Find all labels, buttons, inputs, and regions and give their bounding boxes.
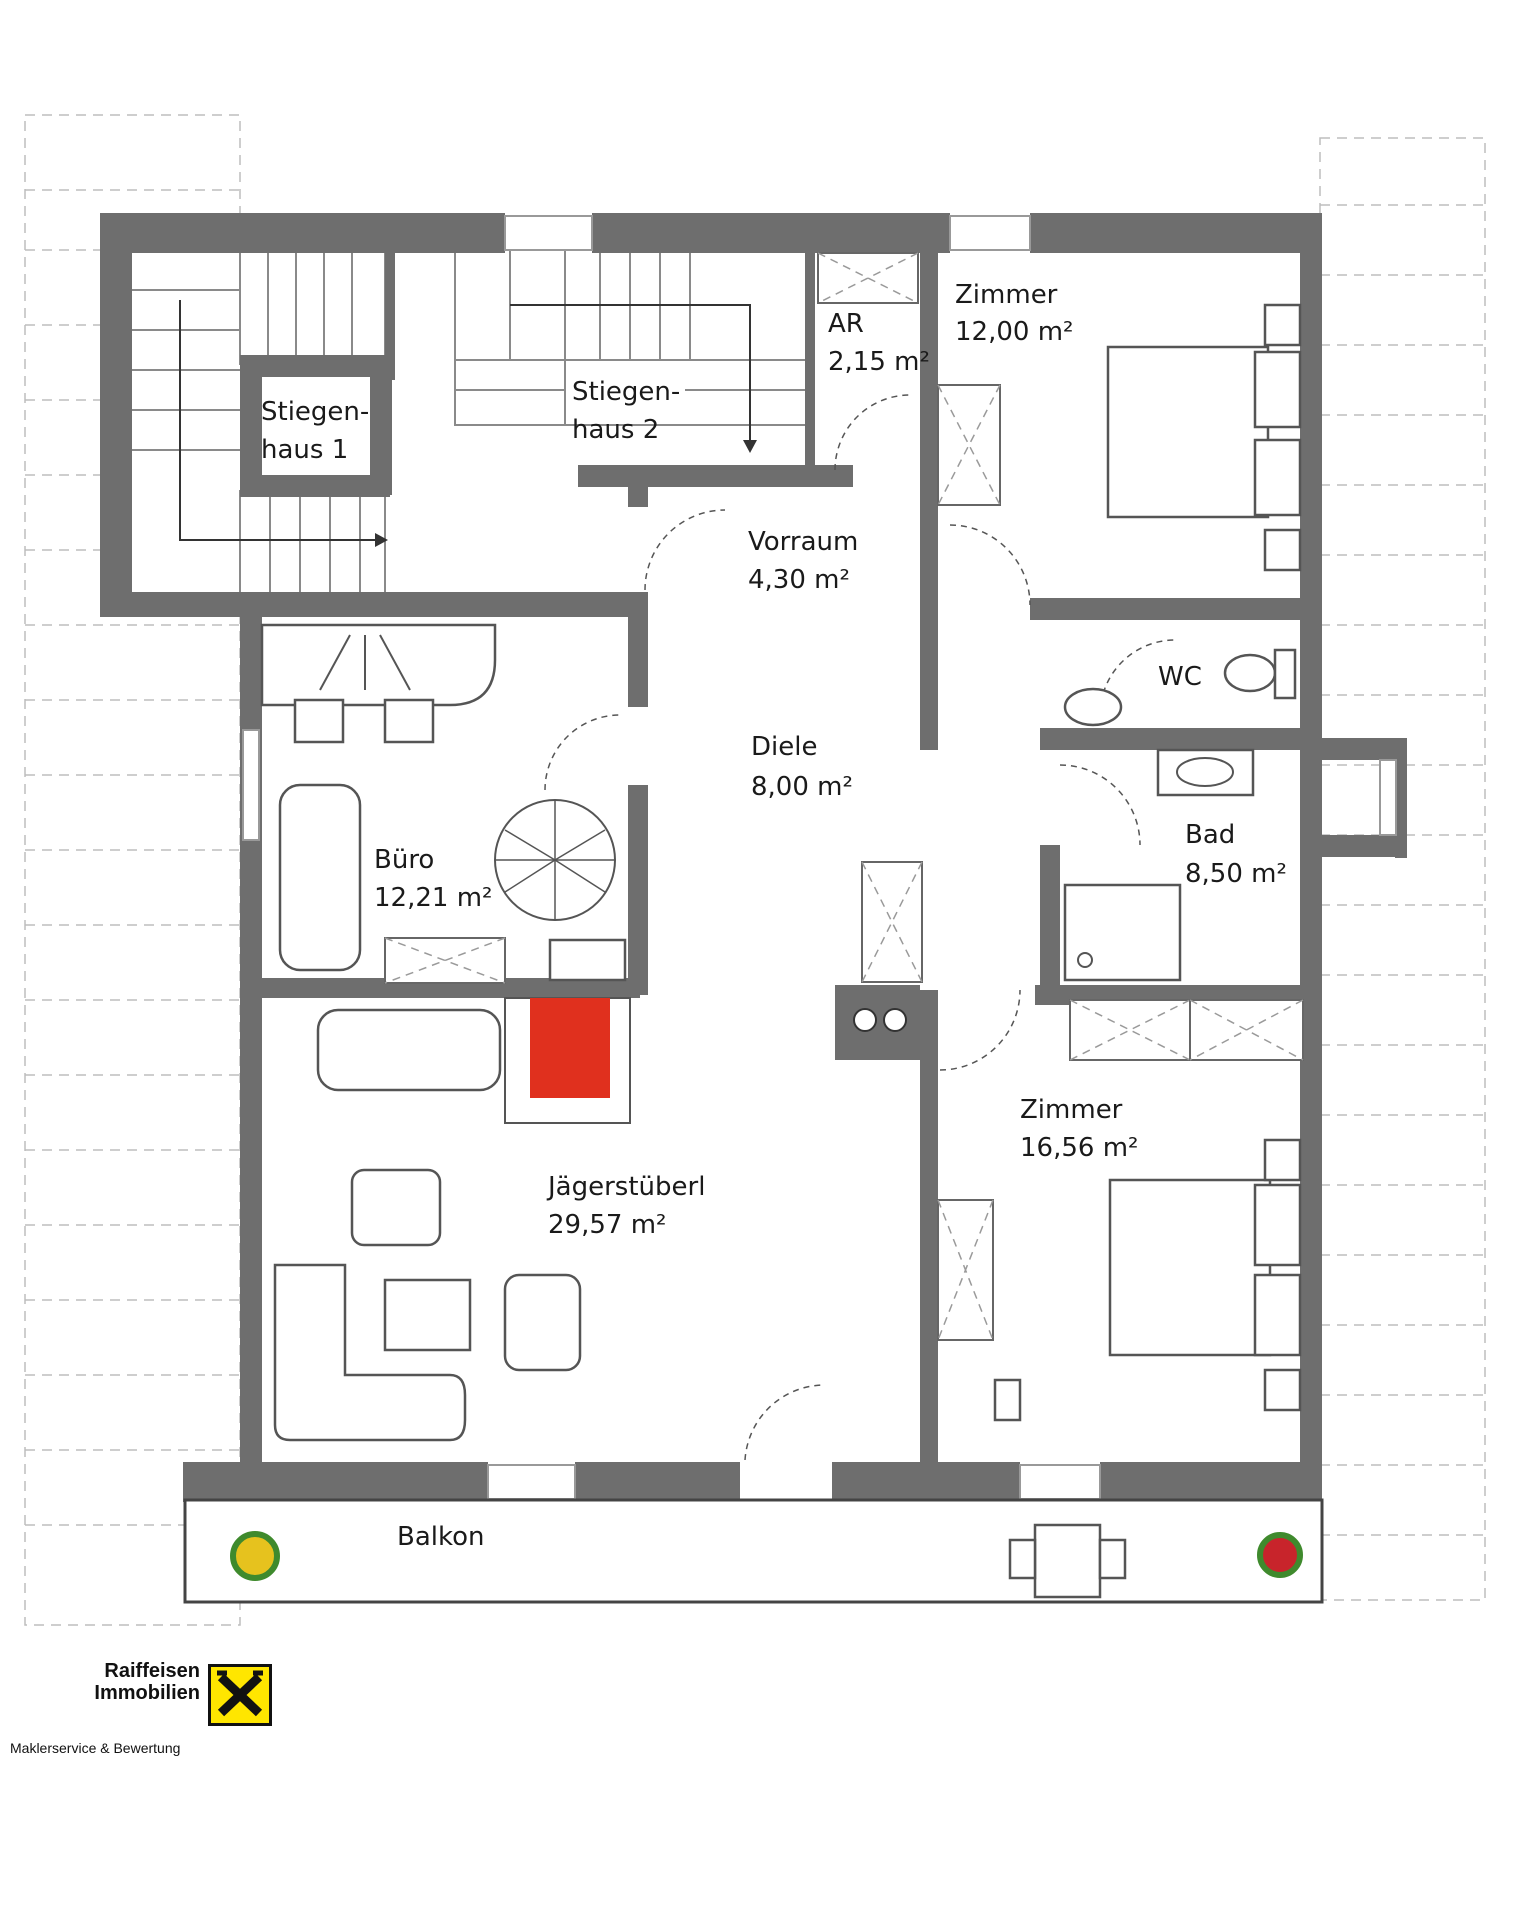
bed-zimmer-2 xyxy=(993,1138,1302,1422)
label-bad-area: 8,50 m² xyxy=(1185,859,1287,889)
logo-wordmark: Raiffeisen Immobilien xyxy=(60,1660,200,1704)
bath-fixtures xyxy=(1063,748,1255,982)
label-diele-area: 8,00 m² xyxy=(751,772,853,802)
raiffeisen-cross-icon xyxy=(208,1664,272,1726)
roof-outline-right xyxy=(1319,137,1486,1601)
diele-furniture xyxy=(835,985,920,1060)
label-zimmer1-name: Zimmer xyxy=(955,280,1058,310)
plant-red-icon xyxy=(1257,1532,1303,1578)
label-stiegenhaus1-line1: Stiegen- xyxy=(261,397,369,427)
label-stiegenhaus2-line2: haus 2 xyxy=(572,415,659,445)
label-wc-name: WC xyxy=(1158,662,1202,692)
tiled-stove xyxy=(530,998,610,1098)
label-stiegenhaus2-line1: Stiegen- xyxy=(572,377,680,407)
room-labels: Stiegen- haus 1 Stiegen- haus 2 AR 2,15 … xyxy=(261,280,1287,1552)
label-vorraum-area: 4,30 m² xyxy=(748,565,850,595)
label-zimmer2-name: Zimmer xyxy=(1020,1095,1123,1125)
logo-line2: Immobilien xyxy=(94,1682,200,1704)
label-buero-area: 12,21 m² xyxy=(374,883,492,913)
label-zimmer1-area: 12,00 m² xyxy=(955,317,1073,347)
wc-fixtures xyxy=(1063,648,1297,727)
logo-tagline: Maklerservice & Bewertung xyxy=(10,1740,181,1756)
logo-line1: Raiffeisen xyxy=(104,1660,200,1682)
balcony xyxy=(183,1498,1324,1604)
bed-zimmer-1 xyxy=(1106,303,1302,572)
label-bad-name: Bad xyxy=(1185,820,1235,850)
label-jaegerstueberl-name: Jägerstüberl xyxy=(546,1172,705,1202)
label-balkon-name: Balkon xyxy=(397,1522,485,1552)
label-stiegenhaus1-line2: haus 1 xyxy=(261,435,348,465)
label-jaegerstueberl-area: 29,57 m² xyxy=(548,1210,666,1240)
doors xyxy=(544,394,1176,1461)
buero-furniture xyxy=(260,623,627,982)
storage-cabinets xyxy=(384,252,1304,1341)
raiffeisen-logo: Raiffeisen Immobilien Maklerservice & Be… xyxy=(10,1660,280,1770)
label-buero-name: Büro xyxy=(374,845,434,875)
windows xyxy=(242,215,1397,1500)
label-vorraum-name: Vorraum xyxy=(748,527,858,557)
label-zimmer2-area: 16,56 m² xyxy=(1020,1133,1138,1163)
jaegerstueberl-furniture xyxy=(273,997,631,1442)
label-ar-area: 2,15 m² xyxy=(828,347,930,377)
plant-yellow-icon xyxy=(230,1531,280,1581)
staircase-2 xyxy=(454,249,811,453)
label-diele-name: Diele xyxy=(751,732,817,762)
label-ar-name: AR xyxy=(828,309,864,339)
walls xyxy=(100,213,1407,1503)
